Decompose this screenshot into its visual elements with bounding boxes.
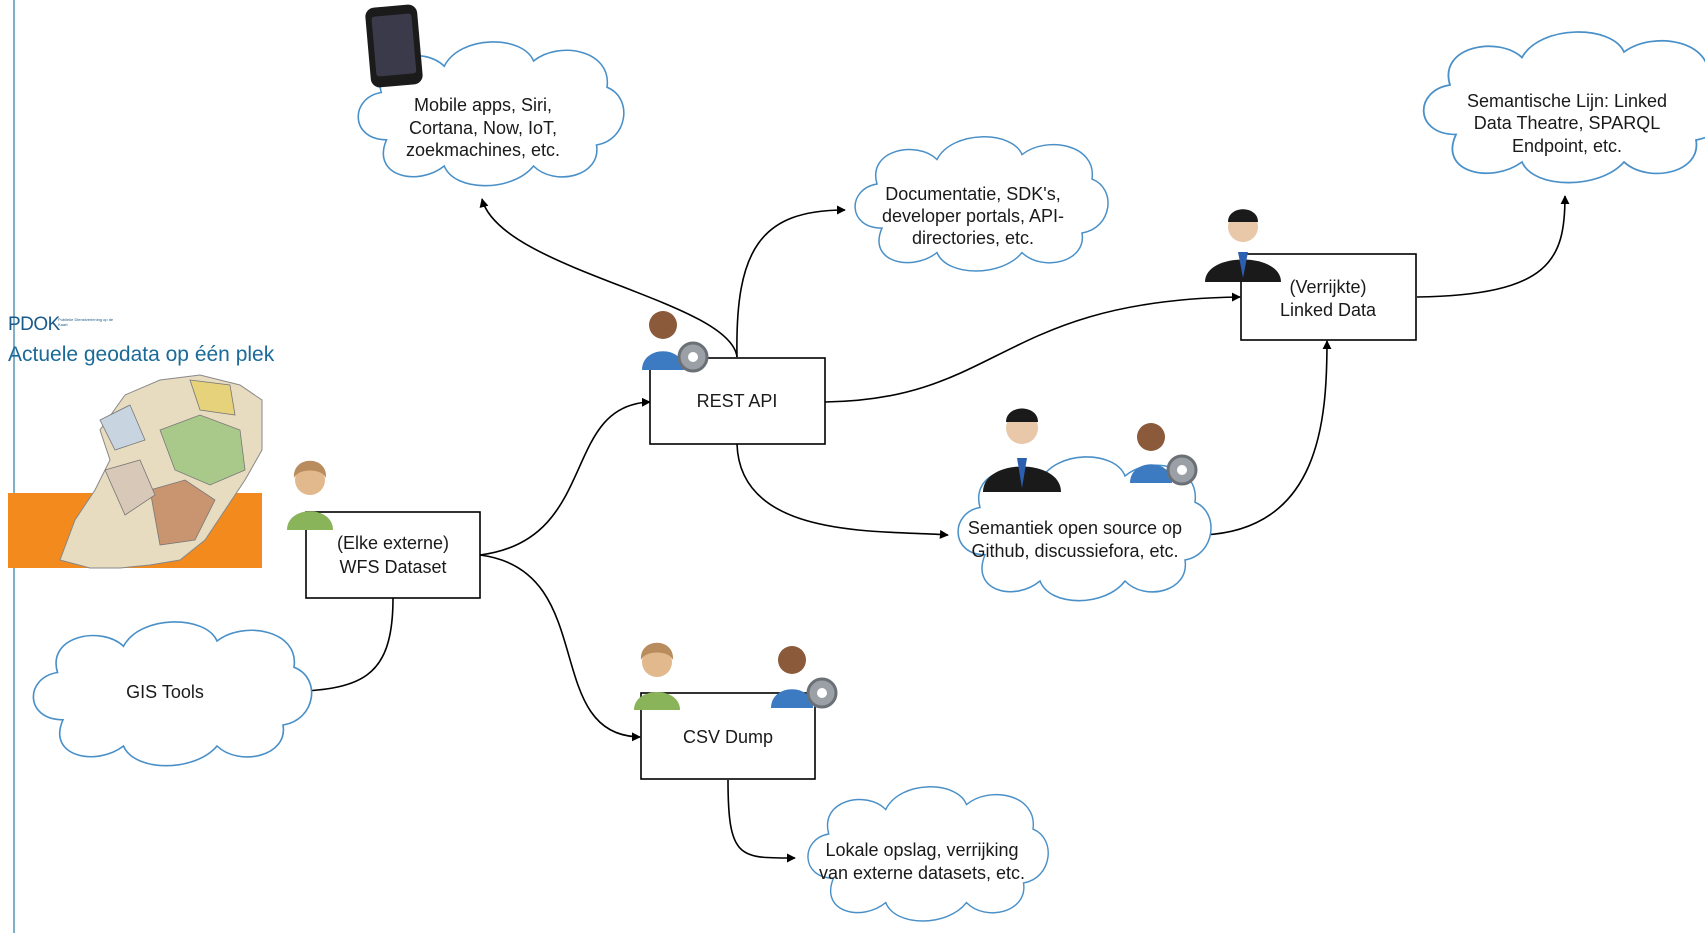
user-admin-gear-icon	[642, 311, 709, 373]
cloud-docs-line2: developer portals, API-	[882, 206, 1064, 226]
cloud-semantic-line-line3: Endpoint, etc.	[1512, 136, 1622, 156]
edge-rest-to-mobile	[479, 198, 738, 358]
cloud-local-line1: Lokale opslag, verrijking	[825, 840, 1018, 860]
cloud-semantics-os-line1: Semantiek open source op	[968, 518, 1182, 538]
node-rest-box	[649, 357, 826, 445]
node-wfs-line1: (Elke externe)	[337, 533, 449, 553]
node-wfs-line2: WFS Dataset	[339, 557, 446, 577]
user-business-icon	[983, 408, 1061, 492]
left-border-line	[13, 0, 15, 933]
edge-rest-to-docs	[736, 205, 846, 358]
node-csv-line1: CSV Dump	[683, 727, 773, 747]
cloud-semantic-line-line1: Semantische Lijn: Linked	[1467, 91, 1667, 111]
cloud-semantics-os-line2: Github, discussiefora, etc.	[971, 541, 1178, 561]
node-wfs-box	[305, 511, 481, 599]
cloud-docs-line3: directories, etc.	[912, 228, 1034, 248]
pdok-logo-subtext: Publieke Dienstverlening op de Kaart	[58, 317, 114, 327]
cloud-local-line2: van externe datasets, etc.	[819, 863, 1025, 883]
cloud-mobile-line3: zoekmachines, etc.	[406, 140, 560, 160]
user-woman-icon	[287, 460, 333, 530]
cloud-docs-line1: Documentatie, SDK's,	[885, 184, 1061, 204]
edge-linked-to-semantic-line	[1416, 195, 1570, 298]
user-admin-gear-icon	[1130, 423, 1198, 486]
node-linked-line1: (Verrijkte)	[1289, 277, 1366, 297]
edge-rest-to-semantics	[736, 443, 949, 539]
cloud-mobile-line1: Mobile apps, Siri,	[414, 95, 552, 115]
user-business-icon	[1205, 209, 1281, 282]
pdok-logo: PDOK	[8, 314, 60, 335]
map-netherlands-icon	[8, 374, 263, 569]
edge-wfs-to-csv	[479, 554, 641, 742]
cloud-mobile-line2: Cortana, Now, IoT,	[409, 118, 557, 138]
edge-semantics-to-linked	[1202, 340, 1332, 536]
pdok-branding: PDOK Publieke Dienstverlening op de Kaar…	[8, 314, 278, 564]
cloud-semantic-line-line2: Data Theatre, SPARQL	[1474, 113, 1660, 133]
cloud-gis-line1: GIS Tools	[126, 682, 204, 702]
edge-wfs-to-rest	[479, 397, 651, 556]
pdok-tagline: Actuele geodata op één plek	[8, 343, 275, 366]
user-woman-icon	[634, 642, 680, 710]
edge-csv-to-local	[727, 779, 796, 863]
smartphone-icon	[365, 4, 423, 88]
node-rest-line1: REST API	[697, 391, 778, 411]
edge-rest-to-linked	[824, 292, 1241, 403]
user-admin-gear-icon	[771, 646, 838, 709]
node-linked-line2: Linked Data	[1280, 300, 1377, 320]
